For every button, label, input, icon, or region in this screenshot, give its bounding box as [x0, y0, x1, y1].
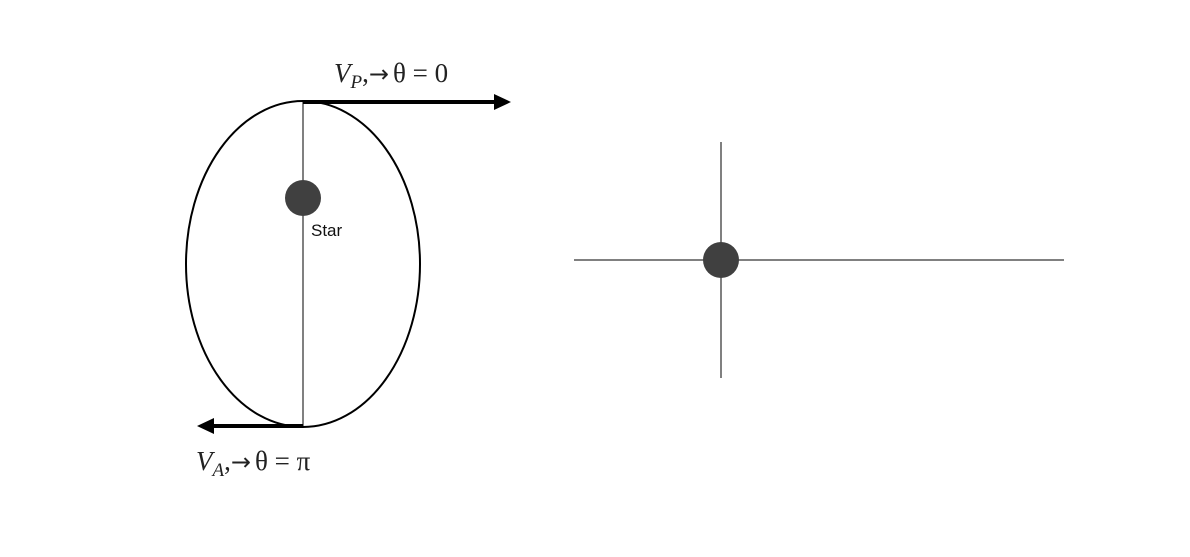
apoapsis-velocity-arrow-head — [197, 418, 214, 434]
apoapsis-subscript: A — [212, 460, 225, 481]
apoapsis-arrow-glyph: → — [230, 448, 251, 476]
apoapsis-v-symbol: V — [196, 446, 213, 476]
star-body — [285, 180, 321, 216]
periapsis-velocity-arrow-head — [494, 94, 511, 110]
apoapsis-label: VA,→ θ = π — [196, 446, 311, 481]
periapsis-v-symbol: V — [334, 58, 351, 88]
periapsis-subscript: P — [350, 72, 363, 93]
periapsis-label: VP,→ θ = 0 — [334, 58, 449, 93]
apoapsis-separator: , — [224, 446, 231, 476]
periapsis-separator: , — [362, 58, 369, 88]
periapsis-theta-text: θ = 0 — [392, 58, 449, 88]
central-body — [703, 242, 739, 278]
periapsis-arrow-glyph: → — [368, 60, 389, 88]
apoapsis-theta-text: θ = π — [254, 446, 311, 476]
star-label: Star — [311, 221, 343, 240]
